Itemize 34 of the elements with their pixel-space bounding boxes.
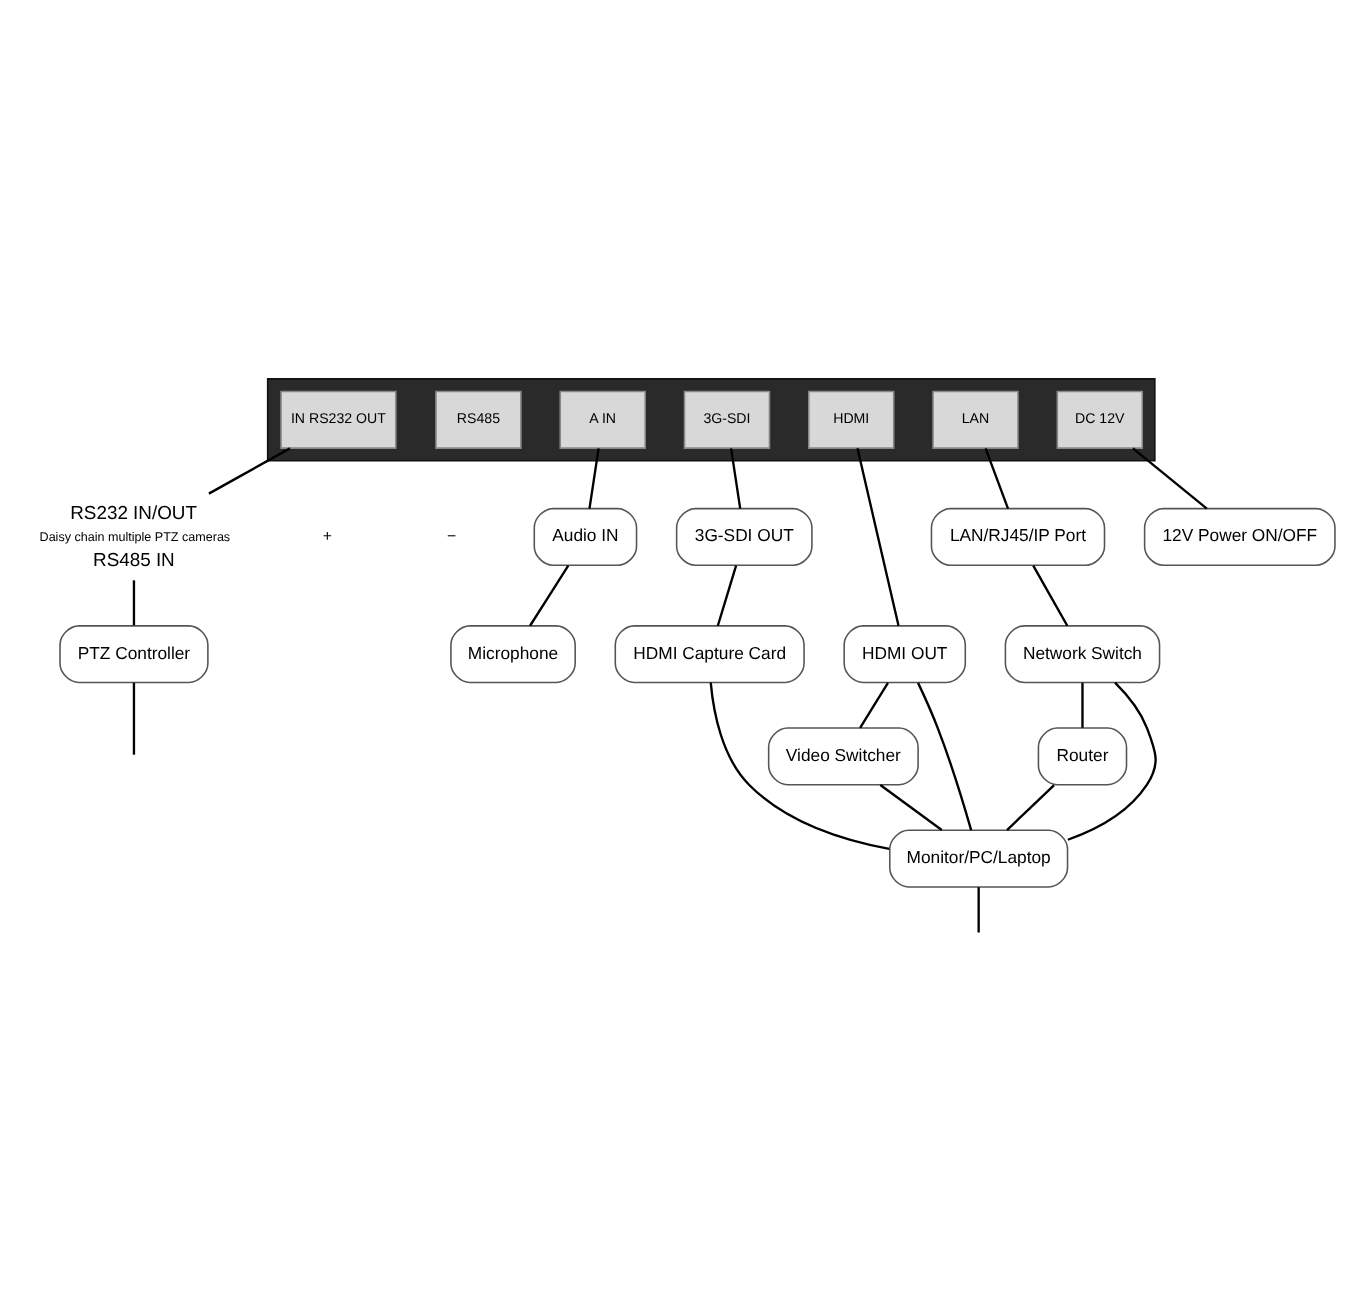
node-box: 12V Power ON/OFF	[1143, 506, 1336, 566]
label: −	[447, 525, 457, 544]
connector	[208, 446, 291, 494]
connector	[917, 681, 973, 830]
node-box: Monitor/PC/Laptop	[889, 828, 1069, 887]
cluster	[266, 377, 1156, 461]
connector	[132, 579, 136, 625]
connector	[729, 447, 742, 508]
connector	[709, 681, 890, 850]
node-box: HDMI OUT	[843, 624, 967, 683]
node-box: Router	[1037, 726, 1128, 785]
node-box: Audio IN	[533, 506, 638, 566]
connector	[1006, 783, 1055, 830]
node-box: 3G-SDI OUT	[675, 506, 813, 566]
connector	[132, 681, 136, 754]
connector	[588, 447, 600, 508]
connector	[856, 447, 900, 626]
connector	[529, 563, 570, 626]
node-box: Microphone	[450, 624, 576, 683]
label: +	[322, 525, 333, 544]
connector	[879, 783, 943, 830]
node-box: Video Switcher	[767, 726, 919, 785]
connector	[1132, 446, 1208, 509]
connector	[1081, 681, 1084, 727]
connector	[859, 681, 889, 728]
node-box: HDMI Capture Card	[614, 624, 805, 683]
node-box: LAN/RJ45/IP Port	[930, 506, 1106, 566]
connector	[977, 886, 980, 932]
connector	[716, 564, 738, 626]
connector	[984, 446, 1010, 508]
node-box: Network Switch	[1004, 624, 1161, 683]
connector	[1032, 563, 1069, 626]
connector	[1067, 680, 1157, 840]
node-box: PTZ Controller	[59, 624, 209, 683]
